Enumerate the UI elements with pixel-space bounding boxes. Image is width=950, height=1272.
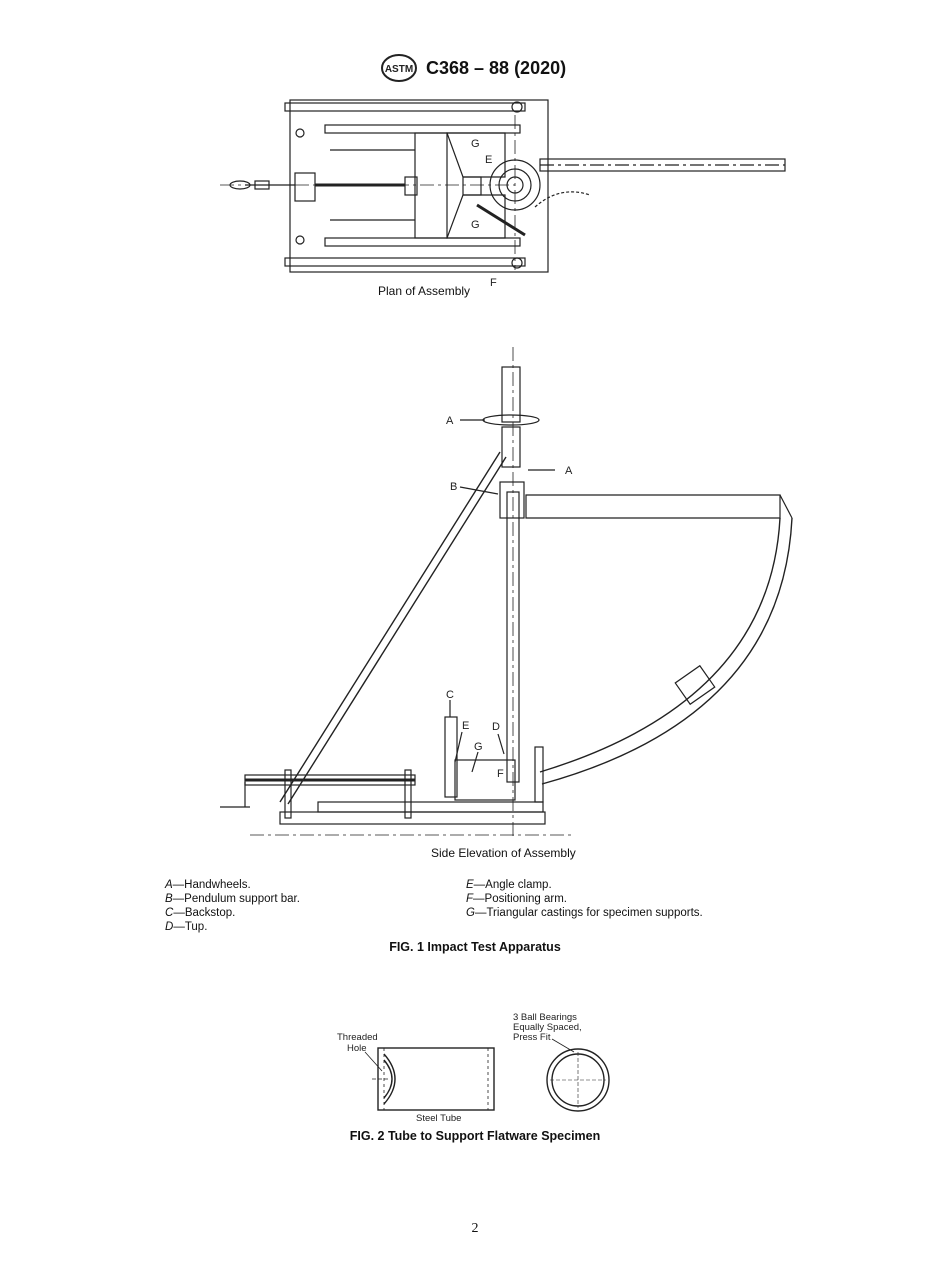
bearings-label-2: Equally Spaced, <box>513 1022 582 1033</box>
steel-tube-label: Steel Tube <box>416 1113 461 1124</box>
plan-caption: Plan of Assembly <box>378 284 471 298</box>
side-label-b: B <box>450 481 457 493</box>
side-label-d: D <box>492 721 500 733</box>
side-elevation-drawing: A A B C E G D F <box>220 347 793 837</box>
legend-item: E—Angle clamp. <box>466 879 552 891</box>
standard-designation: C368 – 88 (2020) <box>426 57 567 78</box>
legend-item: G—Triangular castings for specimen suppo… <box>466 907 703 919</box>
side-label-a-top: A <box>446 415 454 427</box>
side-label-f: F <box>497 768 504 780</box>
logo-text: ASTM <box>385 64 413 75</box>
tube-drawing: Threaded Hole 3 Ball Bearings Equally Sp… <box>337 1012 610 1124</box>
legend-item: C—Backstop. <box>165 907 236 919</box>
page-number: 2 <box>471 1221 479 1236</box>
plan-label-f: F <box>490 277 497 289</box>
page-header: ASTM C368 – 88 (2020) <box>380 52 580 84</box>
fig1-legend-right: E—Angle clamp. F—Positioning arm. G—Tria… <box>466 878 786 920</box>
legend-item: A—Handwheels. <box>165 879 251 891</box>
bearings-label-3: Press Fit <box>513 1032 551 1043</box>
fig1-legend-left: A—Handwheels. B—Pendulum support bar. C—… <box>165 878 445 934</box>
legend-item: D—Tup. <box>165 921 208 933</box>
side-label-a-right: A <box>565 465 573 477</box>
threaded-hole-label-2: Hole <box>347 1043 367 1054</box>
plan-of-assembly-drawing: G E G F <box>220 99 786 289</box>
threaded-hole-label-1: Threaded <box>337 1032 378 1043</box>
side-label-e: E <box>462 720 469 732</box>
plan-label-g-bottom: G <box>471 219 480 231</box>
plan-label-g-top: G <box>471 138 480 150</box>
fig2-title: FIG. 2 Tube to Support Flatware Specimen <box>349 1129 601 1143</box>
side-label-g: G <box>474 741 483 753</box>
legend-item: F—Positioning arm. <box>466 893 567 905</box>
legend-item: B—Pendulum support bar. <box>165 893 300 905</box>
side-caption: Side Elevation of Assembly <box>431 846 576 860</box>
bearings-label-1: 3 Ball Bearings <box>513 1012 577 1023</box>
plan-label-e: E <box>485 154 492 166</box>
side-label-c: C <box>446 689 454 701</box>
fig1-title: FIG. 1 Impact Test Apparatus <box>389 940 561 954</box>
astm-logo: ASTM <box>381 54 417 82</box>
